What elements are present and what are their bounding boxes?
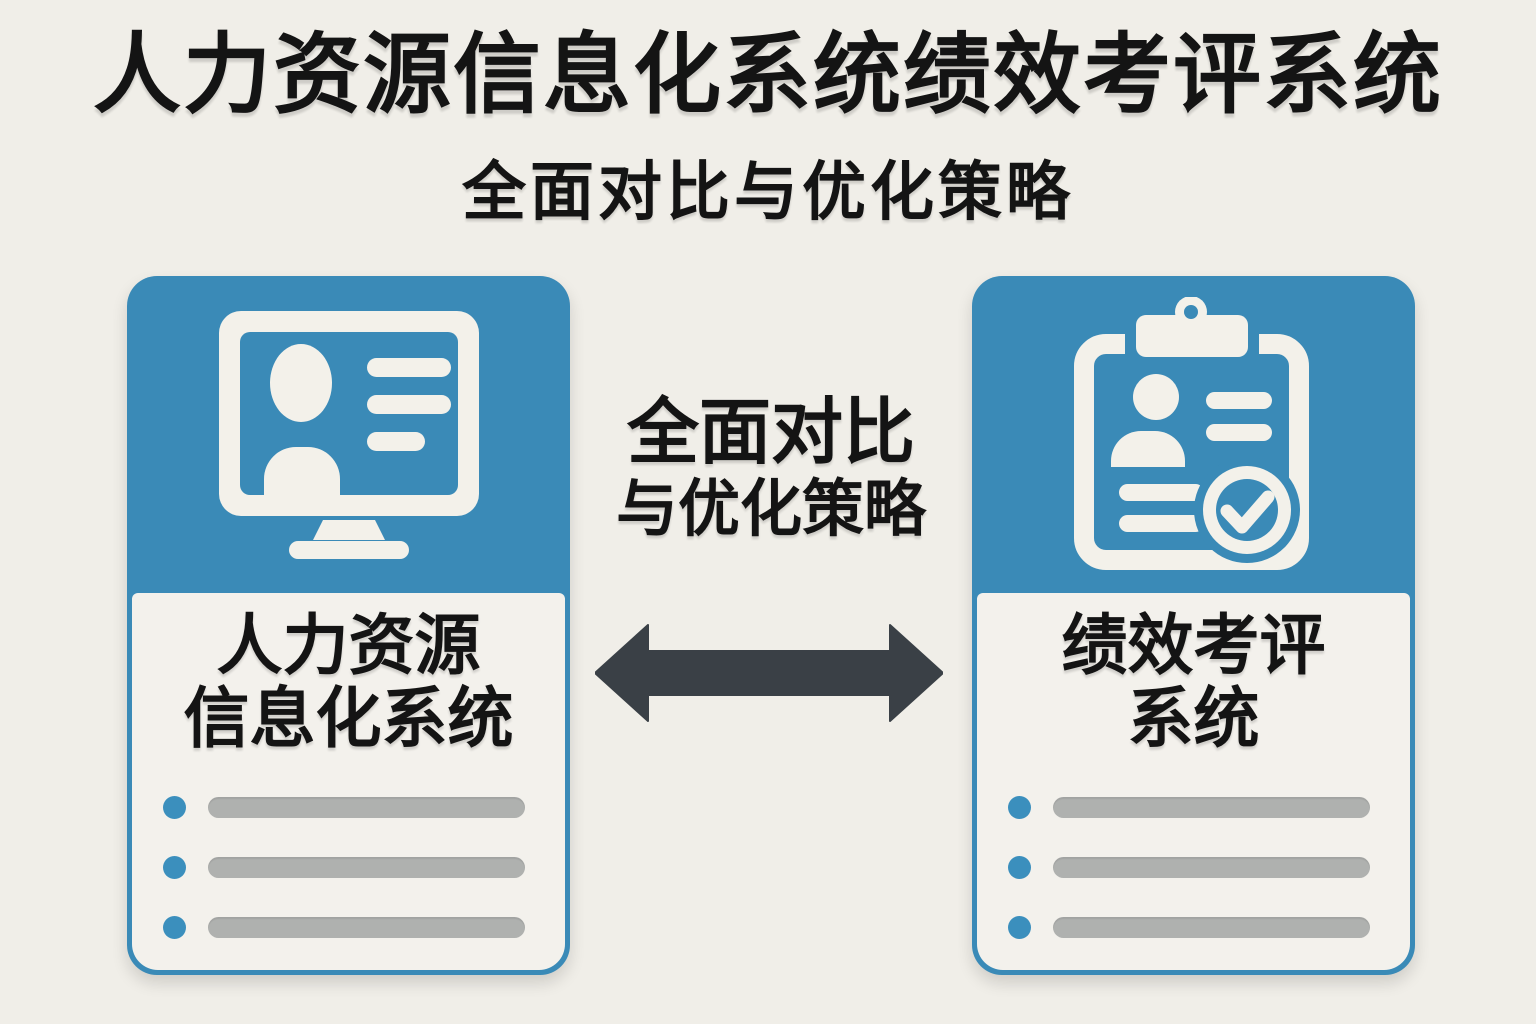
double-arrow-icon — [594, 624, 944, 722]
card-performance-feature-list — [977, 795, 1410, 975]
list-item — [132, 915, 565, 939]
comparison-label: 全面对比 与优化策略 — [570, 392, 972, 546]
card-hr-header — [127, 276, 570, 593]
comparison-label-line2: 与优化策略 — [615, 475, 926, 544]
card-performance-system: 绩效考评 系统 — [972, 276, 1415, 975]
list-item — [132, 795, 565, 819]
list-item — [132, 855, 565, 879]
comparison-label-line1: 全面对比 — [626, 393, 915, 473]
list-item — [977, 855, 1410, 879]
page-subtitle: 全面对比与优化策略 — [462, 156, 1074, 228]
bullet-dot-icon — [1008, 795, 1031, 819]
card-performance-title: 绩效考评 系统 — [977, 609, 1410, 755]
card-hr-body: 人力资源 信息化系统 — [132, 593, 565, 970]
placeholder-line — [1053, 796, 1370, 818]
card-hr-system: 人力资源 信息化系统 — [127, 276, 570, 975]
list-item — [977, 915, 1410, 939]
bullet-dot-icon — [163, 795, 186, 819]
placeholder-line — [208, 796, 525, 818]
card-hr-title: 人力资源 信息化系统 — [132, 609, 565, 755]
card-performance-body: 绩效考评 系统 — [977, 593, 1410, 970]
clipboard-checklist-icon — [1073, 297, 1309, 570]
bullet-dot-icon — [1008, 915, 1031, 939]
monitor-user-profile-icon — [218, 310, 479, 559]
bullet-dot-icon — [163, 855, 186, 879]
placeholder-line — [1053, 916, 1370, 938]
card-hr-title-line2: 信息化系统 — [183, 681, 514, 755]
placeholder-line — [208, 856, 525, 878]
page-title: 人力资源信息化系统绩效考评系统 — [92, 25, 1443, 124]
bullet-dot-icon — [1008, 855, 1031, 879]
card-performance-header — [972, 276, 1415, 593]
double-arrow-svg — [594, 624, 944, 722]
bullet-dot-icon — [163, 915, 186, 939]
placeholder-line — [1053, 856, 1370, 878]
card-performance-title-line2: 系统 — [1127, 681, 1260, 755]
placeholder-line — [208, 916, 525, 938]
card-hr-title-line1: 人力资源 — [216, 608, 481, 682]
card-hr-feature-list — [132, 795, 565, 975]
list-item — [977, 795, 1410, 819]
card-performance-title-line1: 绩效考评 — [1061, 608, 1326, 682]
